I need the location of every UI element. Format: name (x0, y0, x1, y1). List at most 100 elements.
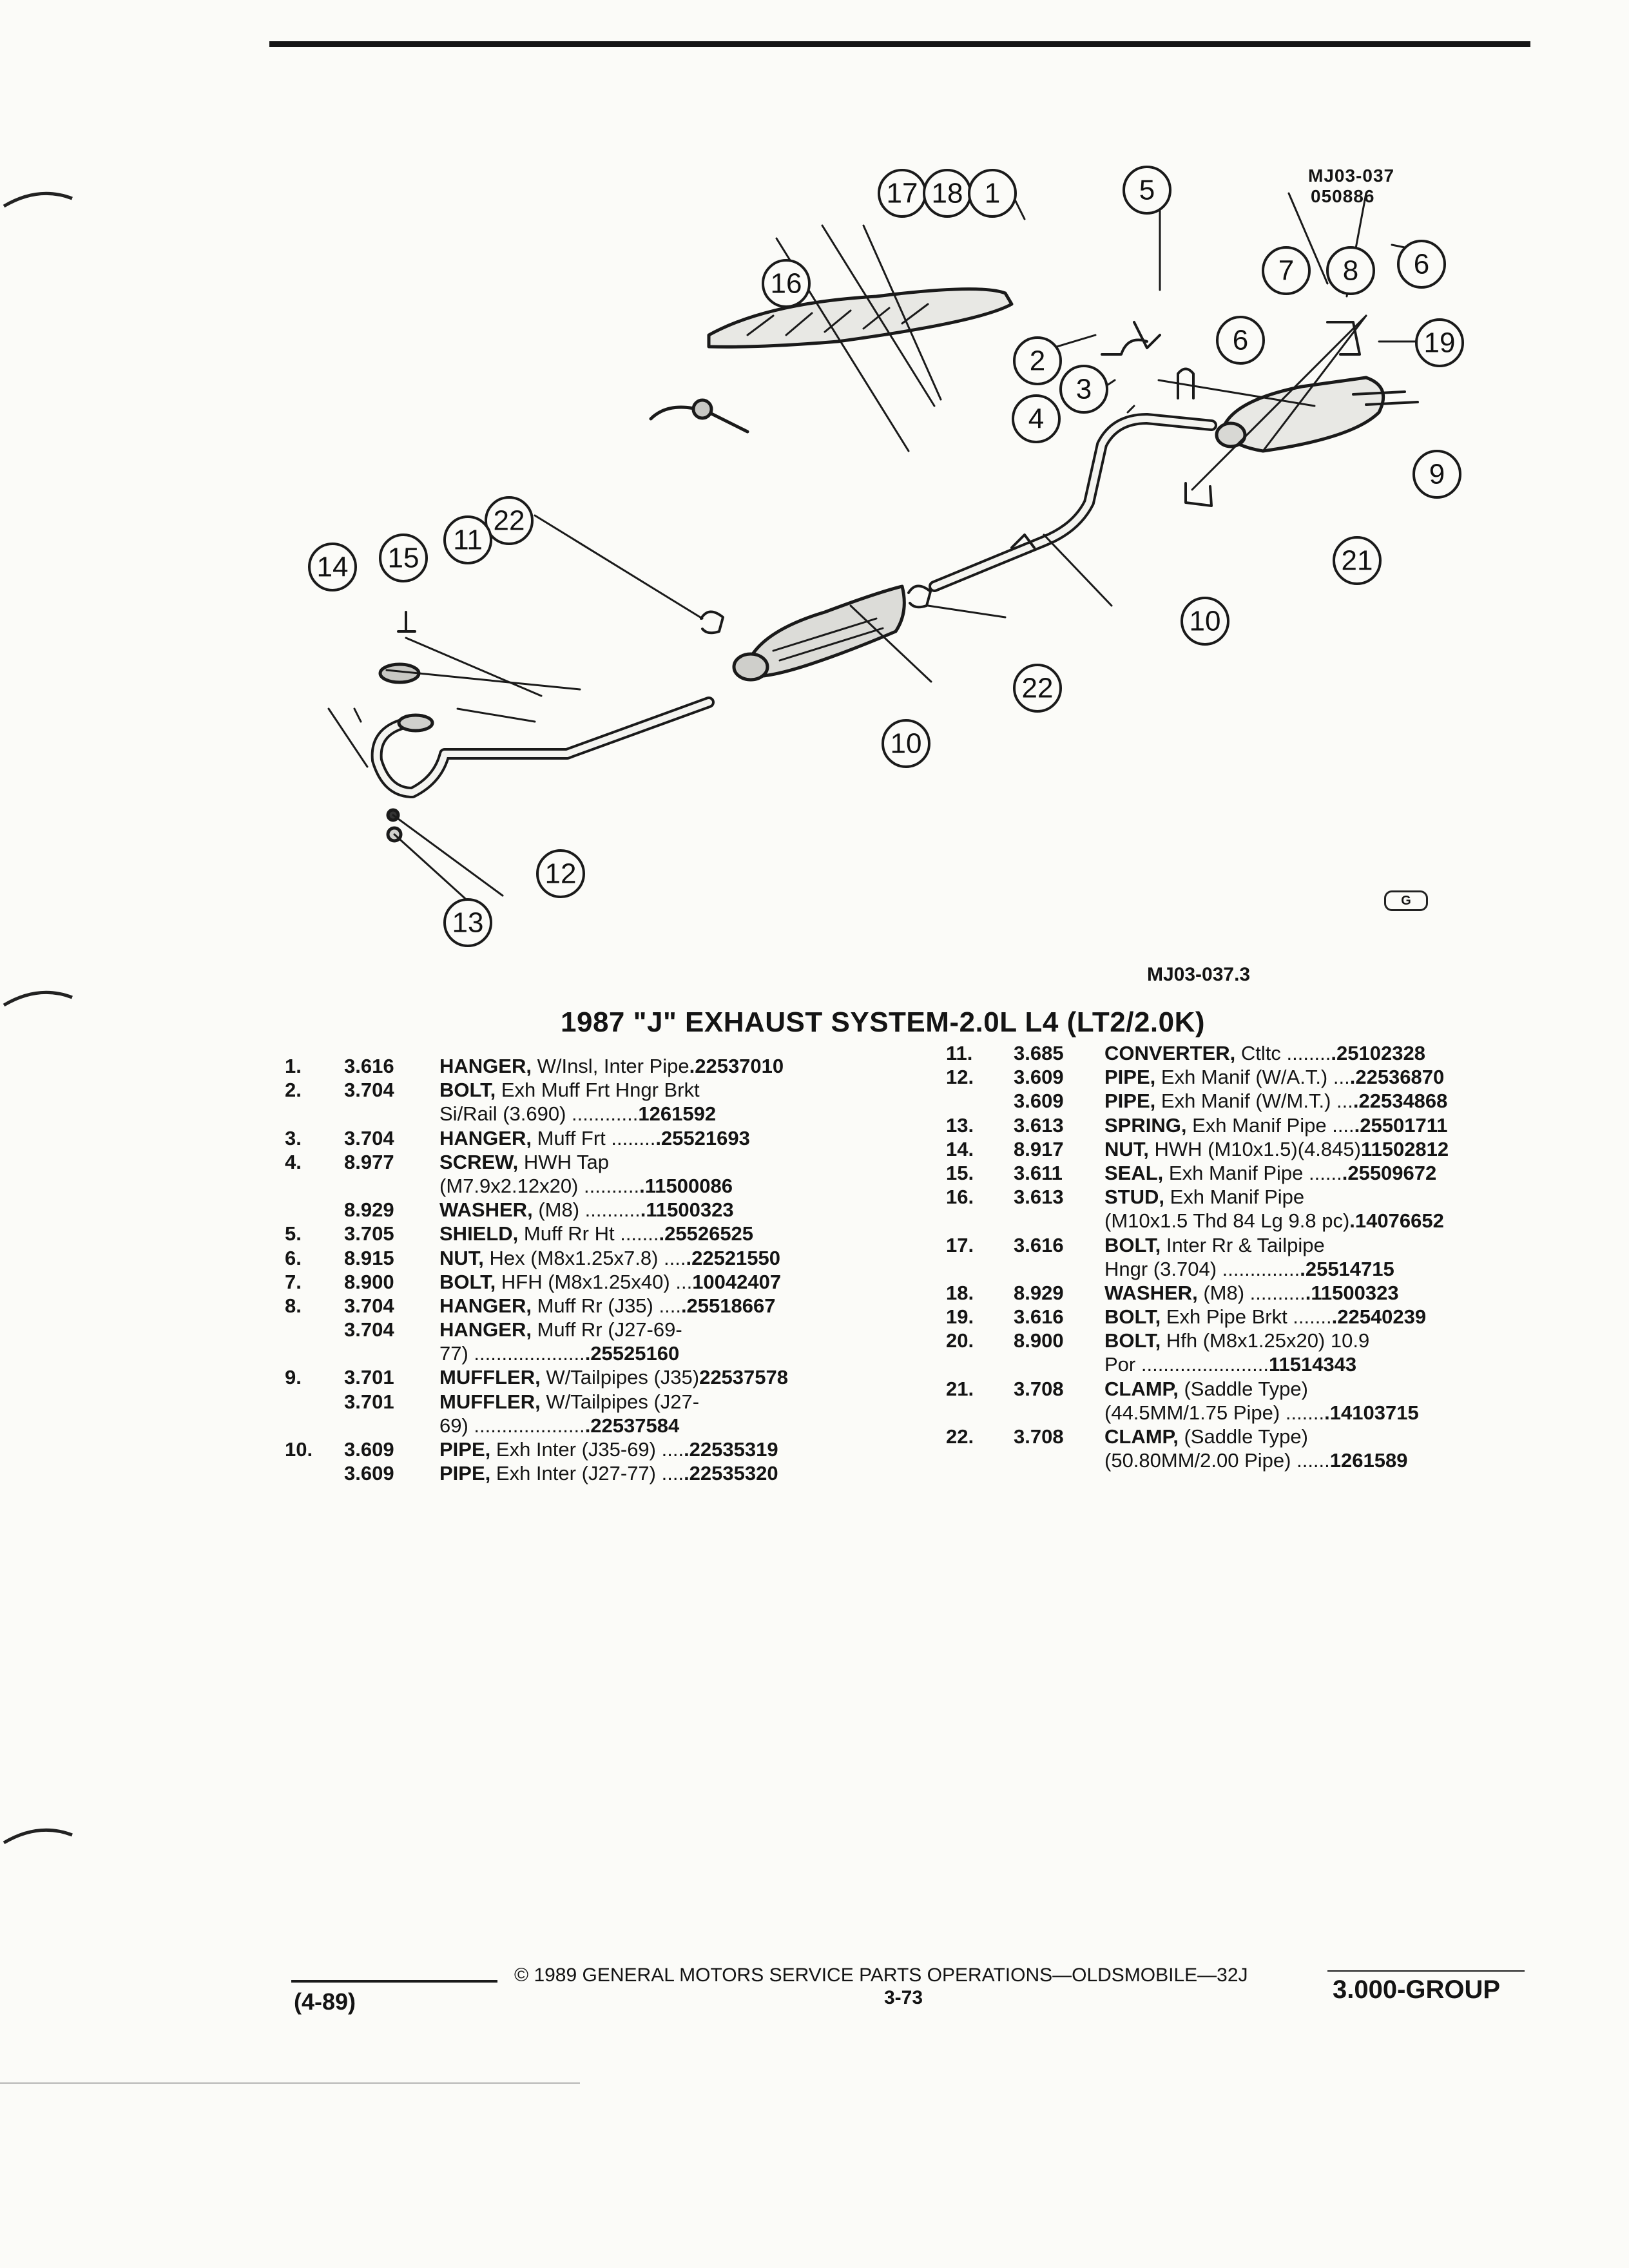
part-number: .25521693 (655, 1126, 750, 1149)
callout-22: 22 (1013, 664, 1062, 713)
item-number: 17. (946, 1233, 974, 1256)
heat-shield-part (707, 287, 1014, 349)
part-detail: (M10x1.5 Thd 84 Lg 9.8 pc) (1104, 1209, 1350, 1233)
svg-text:8: 8 (1343, 255, 1358, 287)
part-number: 10042407 (692, 1270, 782, 1293)
part-description: BOLT, Exh Muff Frt Hngr Brkt (439, 1078, 878, 1102)
part-name: HANGER, (439, 1318, 532, 1341)
part-name: WASHER, (439, 1198, 533, 1222)
svg-text:11: 11 (453, 524, 483, 556)
part-name: HANGER, (439, 1055, 532, 1077)
part-detail: 69) .................... (439, 1414, 585, 1437)
part-number: .22521550 (686, 1246, 781, 1269)
svg-text:14: 14 (317, 552, 349, 583)
part-number: .22535320 (684, 1462, 778, 1485)
svg-text:22: 22 (1022, 673, 1054, 704)
part-name: PIPE, (1104, 1066, 1156, 1089)
part-detail: Hfh (M8x1.25x20) 10.9 (1166, 1329, 1370, 1352)
svg-text:15: 15 (388, 543, 419, 574)
part-number: .25514715 (1300, 1257, 1394, 1280)
group-code: 3.611 (1014, 1161, 1063, 1184)
callout-21: 21 (1333, 536, 1382, 585)
group-code: 3.705 (344, 1222, 394, 1245)
part-description: CONVERTER, Ctltc .........25102328 (1104, 1041, 1543, 1065)
svg-text:16: 16 (771, 268, 802, 300)
part-detail: HFH (M8x1.25x40) ... (501, 1270, 693, 1293)
part-detail: Exh Muff Frt Hngr Brkt (501, 1079, 700, 1102)
part-number: .25518667 (680, 1294, 776, 1317)
part-description: BOLT, HFH (M8x1.25x40) ...10042407 (439, 1270, 878, 1294)
part-name: HANGER, (439, 1126, 532, 1149)
part-name: NUT, (1104, 1137, 1149, 1160)
part-name: BOLT, (1104, 1233, 1161, 1256)
part-name: CLAMP, (1104, 1425, 1179, 1448)
part-description: MUFFLER, W/Tailpipes (J27- (439, 1390, 878, 1414)
part-detail: Exh Inter (J35-69) .... (496, 1438, 684, 1461)
callout-7: 7 (1262, 246, 1311, 295)
part-detail: HWH Tap (523, 1150, 609, 1173)
svg-text:2: 2 (1030, 345, 1045, 377)
copyright-line: © 1989 GENERAL MOTORS SERVICE PARTS OPER… (514, 1965, 1248, 1986)
item-number: 15. (946, 1161, 974, 1184)
group-code: 3.704 (344, 1294, 394, 1317)
part-detail: Exh Manif Pipe (1170, 1186, 1305, 1209)
callout-11: 10 (882, 719, 930, 768)
group-code: 3.704 (344, 1079, 394, 1102)
group-code: 3.609 (1014, 1090, 1064, 1113)
item-number: 10. (285, 1438, 313, 1461)
part-number: .25102328 (1331, 1042, 1425, 1064)
item-number: 22. (946, 1425, 974, 1448)
callout-12: 11 (443, 515, 492, 564)
parts-list-row: Por .......................11514343 (946, 1352, 1549, 1376)
group-code: 8.900 (1014, 1329, 1064, 1352)
part-name: BOLT, (1104, 1305, 1161, 1329)
item-number: 20. (946, 1329, 974, 1352)
callout-2: 2 (1013, 336, 1062, 385)
parts-list-row: 17. 3.616 BOLT, Inter Rr & Tailpipe (946, 1233, 1549, 1257)
part-description: BOLT, Exh Pipe Brkt ........22540239 (1104, 1305, 1543, 1329)
margin-mark (3, 191, 73, 208)
part-name: BOLT, (439, 1079, 496, 1102)
group-code: 3.613 (1014, 1113, 1064, 1137)
group-code: 8.900 (344, 1270, 394, 1293)
svg-text:6: 6 (1233, 325, 1248, 356)
part-detail: W/Tailpipes (J35) (546, 1366, 700, 1389)
part-number: .25509672 (1342, 1161, 1437, 1184)
part-description: HANGER, Muff Rr (J35) .....25518667 (439, 1294, 878, 1318)
group-code: 8.915 (344, 1246, 394, 1269)
part-name: SEAL, (1104, 1161, 1164, 1184)
group-code: 3.616 (1014, 1233, 1064, 1256)
part-name: MUFFLER, (439, 1390, 541, 1413)
callout-22: 22 (485, 496, 534, 545)
part-detail: (M8) .......... (1203, 1281, 1306, 1304)
part-detail: W/Tailpipes (J27- (546, 1390, 700, 1413)
group-code: 3.701 (344, 1366, 394, 1389)
part-detail: Exh Manif (W/A.T.) ... (1161, 1066, 1350, 1089)
parts-list-row: (50.80MM/2.00 Pipe) ......1261589 (946, 1448, 1549, 1472)
part-number: .22537010 (689, 1055, 784, 1077)
part-name: BOLT, (439, 1270, 496, 1293)
part-name: SPRING, (1104, 1113, 1187, 1137)
part-description: BOLT, Hfh (M8x1.25x20) 10.9 (1104, 1329, 1543, 1352)
item-number: 14. (946, 1137, 974, 1160)
part-description: (M10x1.5 Thd 84 Lg 9.8 pc).14076652 (1104, 1209, 1543, 1233)
item-number: 5. (285, 1222, 302, 1245)
part-description: SPRING, Exh Manif Pipe .....25501711 (1104, 1113, 1543, 1137)
part-number: .22537584 (584, 1414, 680, 1437)
part-description: Por .......................11514343 (1104, 1352, 1543, 1376)
callout-17: 16 (762, 259, 811, 308)
item-number: 8. (285, 1294, 302, 1317)
exhaust-system-diagram: 17 18 1 5 7 8 6 16 2 6 19 3 4 9 21 22 11… (308, 166, 1464, 947)
part-description: PIPE, Exh Manif (W/M.T.) ....22534868 (1104, 1089, 1543, 1113)
part-detail: Inter Rr & Tailpipe (1166, 1233, 1325, 1256)
part-name: NUT, (439, 1246, 484, 1269)
